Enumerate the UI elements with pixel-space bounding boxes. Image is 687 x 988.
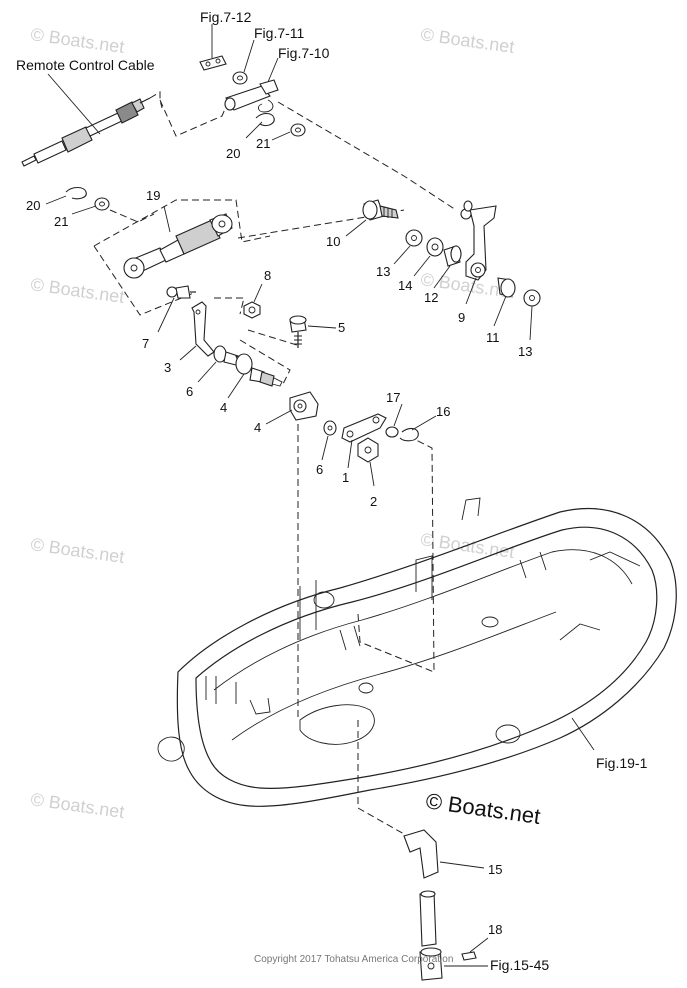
callout-fig-7-10: Fig.7-10 [278, 45, 330, 61]
label-part-11: 11 [486, 330, 500, 345]
label-part-3: 3 [164, 360, 171, 375]
part-19-rod-assembly [123, 213, 233, 279]
label-part-12: 12 [424, 290, 438, 305]
part-21-upper-washer [290, 123, 306, 137]
part-4-rod-upper [223, 351, 283, 387]
part-7-ball-joint [166, 285, 196, 299]
label-part-17: 17 [386, 390, 400, 405]
part-10-bolt [362, 199, 399, 221]
callout-fig-7-12: Fig.7-12 [200, 9, 252, 25]
part-2-nut [357, 437, 379, 463]
label-part-13-lower: 13 [518, 344, 532, 359]
part-8-nut [243, 301, 261, 319]
part-3-bracket [191, 301, 215, 357]
part-14-washer [426, 237, 444, 257]
label-part-19: 19 [146, 188, 160, 203]
watermark-bottom: © Boats.net [424, 788, 542, 829]
part-18-pin [461, 951, 477, 961]
routing-lines [93, 99, 457, 835]
part-20-lower-clip [65, 186, 87, 200]
label-part-16: 16 [436, 404, 450, 419]
watermark-left-3: © Boats.net [29, 789, 125, 822]
copyright-text: Copyright 2017 Tohatsu America Corporati… [254, 954, 453, 965]
label-part-21-upper: 21 [256, 136, 270, 151]
callout-remote-control-cable: Remote Control Cable [16, 57, 155, 73]
part-fig-7-10-joint [224, 79, 279, 113]
part-1-link [341, 413, 387, 443]
label-part-14: 14 [398, 278, 412, 293]
part-6-washer-lower [323, 420, 337, 436]
part-13-washer-upper [405, 229, 423, 247]
part-4-rod-end-lower [289, 391, 319, 421]
part-fig-7-12-plate [199, 55, 227, 71]
label-part-7: 7 [142, 336, 149, 351]
callout-fig-15-45: Fig.15-45 [490, 957, 549, 973]
part-13-washer-lower [523, 289, 541, 307]
label-part-10: 10 [326, 234, 340, 249]
watermark-left-1: © Boats.net [29, 274, 125, 307]
label-part-1: 1 [342, 470, 349, 485]
callout-fig-19-1: Fig.19-1 [596, 755, 648, 771]
bottom-cowl [157, 497, 677, 807]
part-5-bolt [289, 315, 307, 348]
leader-lines [45, 24, 595, 967]
label-part-20-upper: 20 [226, 146, 240, 161]
part-11-bolt [497, 277, 516, 298]
part-16-clip [399, 427, 419, 442]
label-part-8: 8 [264, 268, 271, 283]
label-part-18: 18 [488, 922, 502, 937]
part-fig-15-45-fitting [419, 947, 443, 981]
part-17-washer [385, 426, 399, 438]
watermark-top-left: © Boats.net [29, 24, 125, 57]
label-part-6-upper: 6 [186, 384, 193, 399]
part-20-upper-clip [255, 112, 275, 127]
watermark-top-right: © Boats.net [419, 24, 515, 57]
part-9-lever [460, 200, 497, 281]
callouts: Remote Control Cable Fig.7-12 Fig.7-11 F… [16, 9, 648, 973]
part-number-labels: 20 21 20 21 19 10 13 14 12 9 11 13 8 5 7… [26, 136, 532, 937]
remote-control-cable [21, 91, 163, 167]
part-fig-7-11-washer [232, 71, 248, 85]
watermark-left-2: © Boats.net [29, 534, 125, 567]
label-part-6-lower: 6 [316, 462, 323, 477]
label-part-20-lower: 20 [26, 198, 40, 213]
label-part-2: 2 [370, 494, 377, 509]
label-part-4-lower: 4 [254, 420, 261, 435]
label-part-4-upper: 4 [220, 400, 227, 415]
label-part-9: 9 [458, 310, 465, 325]
part-12-collar [443, 245, 462, 267]
label-part-13-upper: 13 [376, 264, 390, 279]
label-part-5: 5 [338, 320, 345, 335]
part-15-hose [403, 829, 439, 947]
label-part-15: 15 [488, 862, 502, 877]
callout-fig-7-11: Fig.7-11 [254, 25, 305, 41]
label-part-21-lower: 21 [54, 214, 68, 229]
part-21-lower-washer [94, 197, 110, 211]
